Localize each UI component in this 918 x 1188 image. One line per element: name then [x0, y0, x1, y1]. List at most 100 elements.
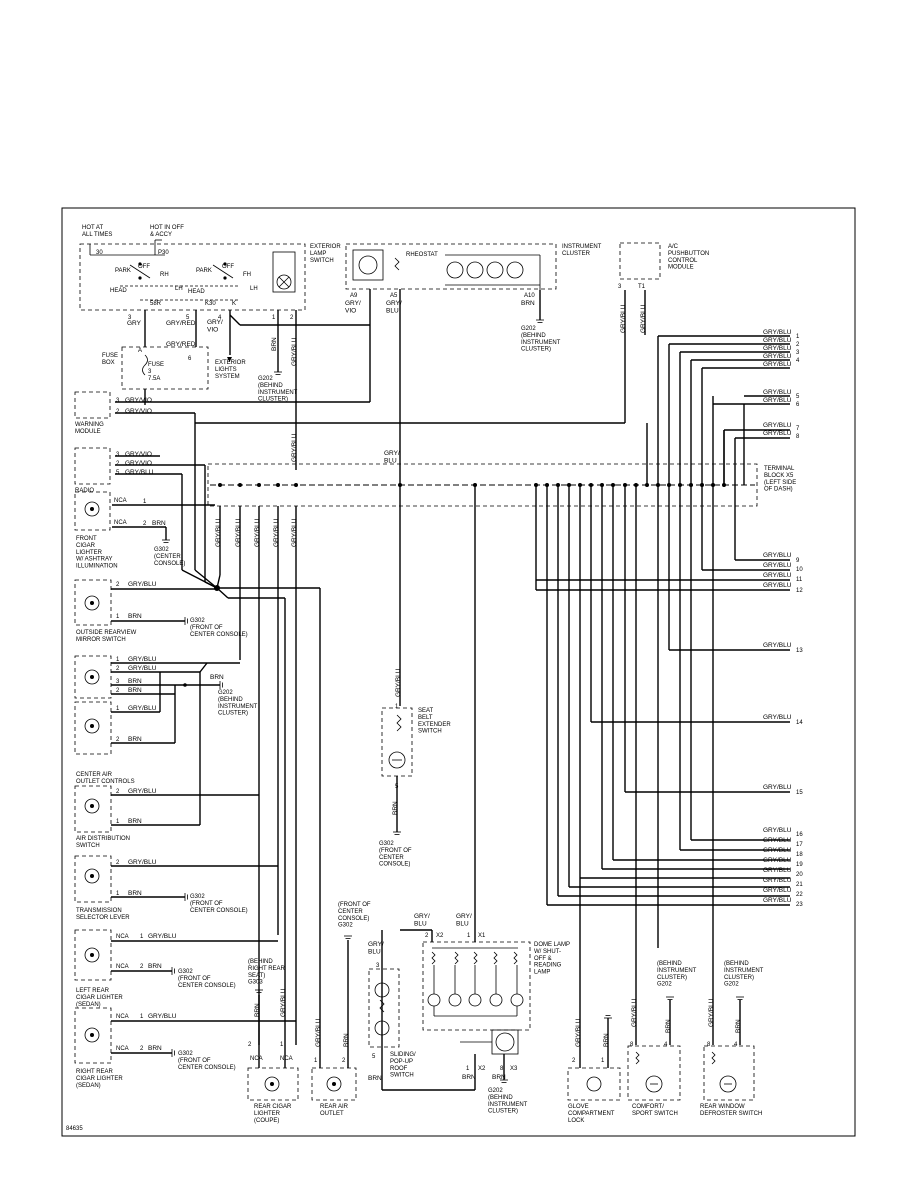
svg-text:8: 8: [500, 1066, 504, 1072]
cs-w2: BRN: [665, 1019, 672, 1033]
pin-16: 16: [796, 832, 803, 838]
svg-text:1: 1: [143, 499, 147, 505]
gl-w1: GRY/BLU: [575, 1018, 582, 1047]
svg-text:5: 5: [372, 1054, 376, 1060]
rr-w1: GRY/BLU: [148, 1013, 177, 1020]
pin-18: 18: [796, 852, 803, 858]
nca-1: NCA: [114, 498, 127, 504]
right-pin-lines: [536, 335, 790, 906]
rr-nca1: NCA: [116, 1014, 129, 1020]
lh-label: LH: [175, 286, 183, 292]
wire-gry-1: GRY: [127, 320, 142, 327]
pin-6: 6: [796, 402, 800, 408]
svg-text:GRY/BLU: GRY/BLU: [763, 430, 792, 437]
wire-gry-blu-2: GRY/BLU: [386, 300, 402, 314]
svg-text:1: 1: [116, 706, 120, 712]
svg-text:X2: X2: [436, 933, 444, 939]
svg-text:3: 3: [618, 284, 622, 290]
right-pin-wire-labels: GRY/BLU GRY/BLU GRY/BLU GRY/BLU GRY/BLU …: [763, 329, 792, 904]
svg-text:GRY/BLU: GRY/BLU: [763, 389, 792, 396]
wire-gry-vio-5: GRY/VIO: [125, 451, 152, 458]
svg-text:GRY/BLU: GRY/BLU: [763, 329, 792, 336]
wire-gry-blu-v4: GRY/BLU: [273, 518, 280, 547]
svg-text:GRY/BLU: GRY/BLU: [763, 827, 792, 834]
off-label-2: OFF: [222, 264, 234, 270]
svg-text:2: 2: [116, 860, 120, 866]
dome-lamp-bulbs: [427, 951, 524, 1017]
svg-text:1: 1: [116, 657, 120, 663]
svg-text:2: 2: [116, 582, 120, 588]
wire-gry-blu-vert-1: GRY/BLU: [291, 337, 298, 366]
svg-text:1: 1: [116, 614, 120, 620]
svg-text:5: 5: [116, 470, 120, 476]
wire-brn-1: BRN: [271, 337, 278, 351]
pin-12: 12: [796, 588, 803, 594]
svg-text:GRY/BLU: GRY/BLU: [763, 397, 792, 404]
wire-gry-blu-v1: GRY/BLU: [215, 518, 222, 547]
wire-brn-2: BRN: [521, 300, 535, 307]
svg-text:GRY/BLU: GRY/BLU: [763, 887, 792, 894]
park-label-2: PARK: [196, 268, 212, 274]
sr-w1: GRY/BLU: [368, 941, 384, 955]
lh2-label: LH: [250, 286, 258, 292]
wire-gry-vio-1: GRY/VIO: [207, 319, 223, 333]
fh-label: FH: [243, 272, 251, 278]
svg-text:2: 2: [248, 1042, 252, 1048]
ca-w4: BRN: [128, 687, 142, 694]
wire-gry-blu-vert-2: GRY/BLU: [291, 433, 298, 462]
pin-17: 17: [796, 842, 803, 848]
svg-text:2: 2: [572, 1058, 576, 1064]
radio-label: RADIO: [75, 488, 94, 494]
hot-in-off-label: HOT IN OFF& ACCY: [150, 225, 184, 238]
svg-text:8: 8: [707, 1042, 711, 1048]
svg-text:GRY/BLU: GRY/BLU: [763, 353, 792, 360]
ca-w6: BRN: [128, 736, 142, 743]
wire-gry-blu-ac2: GRY/BLU: [640, 304, 647, 333]
ca-w1: GRY/BLU: [128, 656, 157, 663]
tr-w2: BRN: [128, 890, 142, 897]
diagram-frame: [61, 207, 856, 1137]
rc-nca2: NCA: [280, 1056, 293, 1062]
svg-text:2: 2: [116, 666, 120, 672]
wire-brn-3: BRN: [152, 520, 166, 527]
rc-nca1: NCA: [250, 1056, 263, 1062]
pin-19: 19: [796, 862, 803, 868]
pin-13: 13: [796, 648, 803, 654]
svg-text:1: 1: [395, 704, 399, 710]
svg-text:X3: X3: [510, 1066, 518, 1072]
svg-text:1: 1: [314, 1058, 318, 1064]
pin-1: 1: [796, 334, 800, 340]
svg-text:1: 1: [467, 933, 471, 939]
svg-text:4: 4: [734, 1042, 738, 1048]
svg-text:GRY/BLU: GRY/BLU: [763, 562, 792, 569]
nca-2: NCA: [114, 520, 127, 526]
pin-k-label: K: [232, 301, 236, 307]
pin-14: 14: [796, 720, 803, 726]
svg-text:1: 1: [140, 1014, 144, 1020]
left-vertical-wires: GRY/BLU GRY/BLU GRY/BLU GRY/BLU GRY/BLU: [181, 485, 476, 1045]
